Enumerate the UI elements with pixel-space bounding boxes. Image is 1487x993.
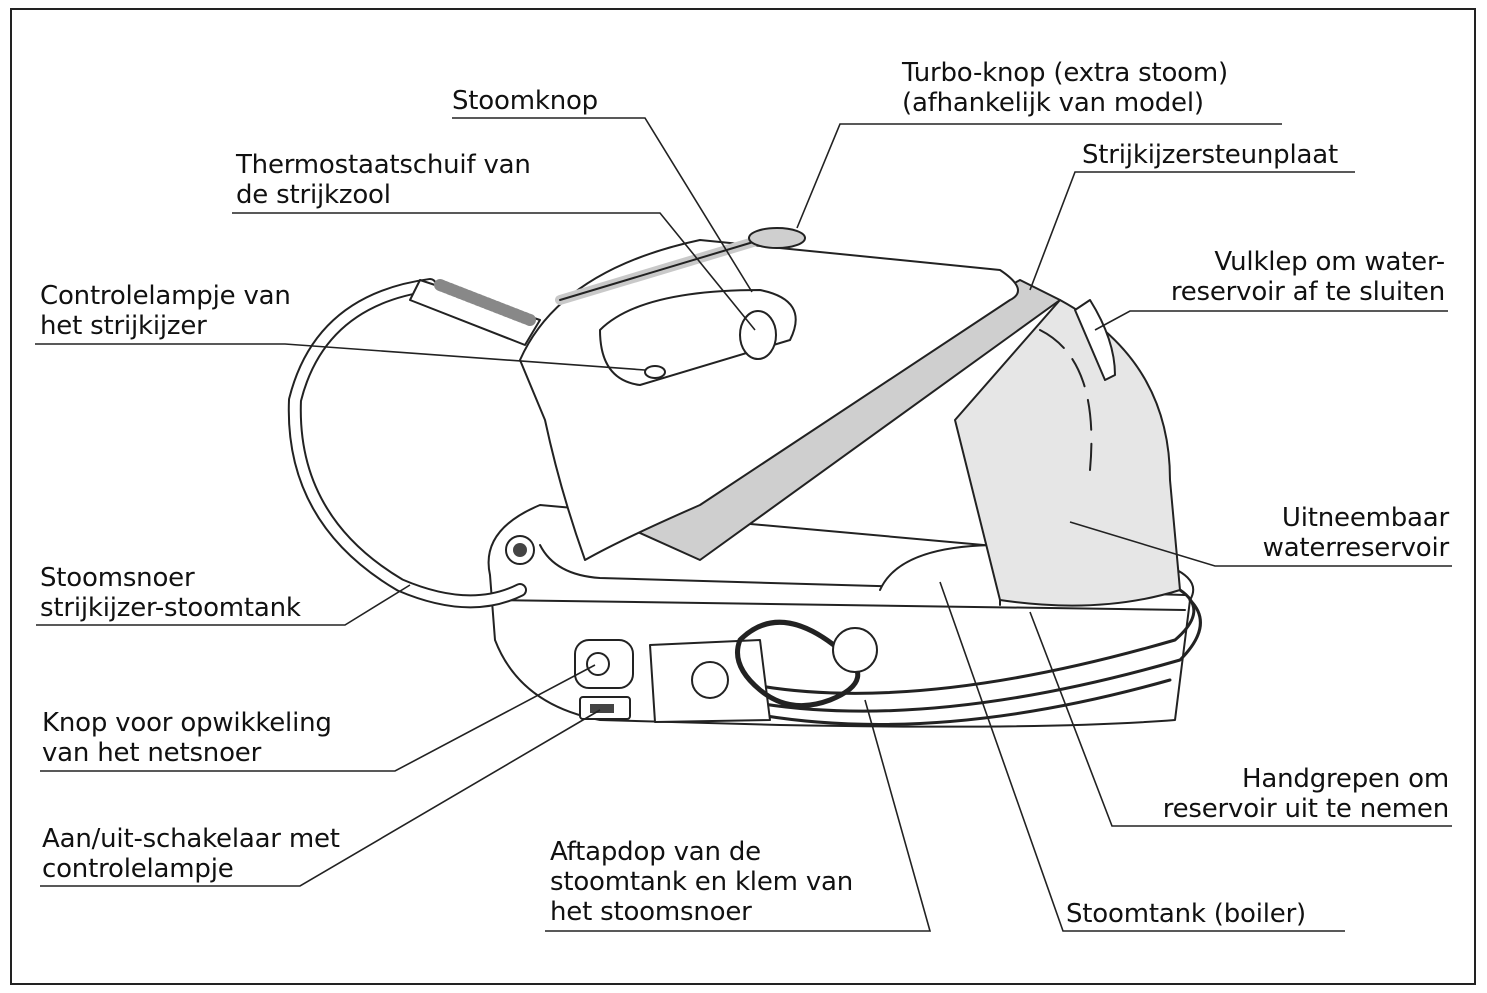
power-cord-coil [728,588,1196,695]
leader-reservoir [1069,521,1452,567]
leader-aftapdop [545,699,932,932]
thermostat-panel [599,289,797,386]
label-stoomknop: Stoomknop [452,86,598,116]
indicator-lamp [644,365,666,379]
leader-stoomknop [452,117,753,293]
leader-stoomsnoer [36,584,411,626]
label-aanuit: Aan/uit-schakelaar met controlelampje [42,824,340,884]
leader-vulklep [1094,310,1448,331]
turbo-button [748,227,806,249]
rewind-button [574,639,634,689]
label-thermostaat: Thermostaatschuif van de strijkzool [236,150,531,210]
leader-opwikkeling [40,664,596,772]
hose-clamp [735,619,861,709]
label-controlelampje: Controlelampje van het strijkijzer [40,281,291,341]
water-reservoir [954,299,1181,607]
leader-handgrepen [1029,611,1452,827]
leader-aanuit [40,709,601,887]
leader-thermostaat [232,212,756,331]
label-opwikkeling: Knop voor opwikkeling van het netsnoer [42,708,332,768]
leader-stoomtank [939,581,1345,932]
label-stoomsnoer: Stoomsnoer strijkijzer-stoomtank [40,563,301,623]
label-stoomtank: Stoomtank (boiler) [1066,899,1306,929]
label-vulklep: Vulklep om water- reservoir af te sluite… [1170,247,1445,307]
leader-controlelampje [35,343,646,371]
leader-steunplaat [1029,171,1355,291]
label-aftapdop: Aftapdop van de stoomtank en klem van he… [550,837,854,927]
fill-flap [1074,299,1116,381]
label-handgrepen: Handgrepen om reservoir uit te nemen [1162,764,1450,824]
label-turbo: Turbo-knop (extra stoom) (afhankelijk va… [902,58,1228,118]
label-steunplaat: Strijkijzersteunplaat [1082,140,1338,170]
leader-turbo [796,123,1282,229]
label-reservoir: Uitneembaar waterreservoir [1262,503,1450,563]
diagram-frame [10,8,1476,985]
